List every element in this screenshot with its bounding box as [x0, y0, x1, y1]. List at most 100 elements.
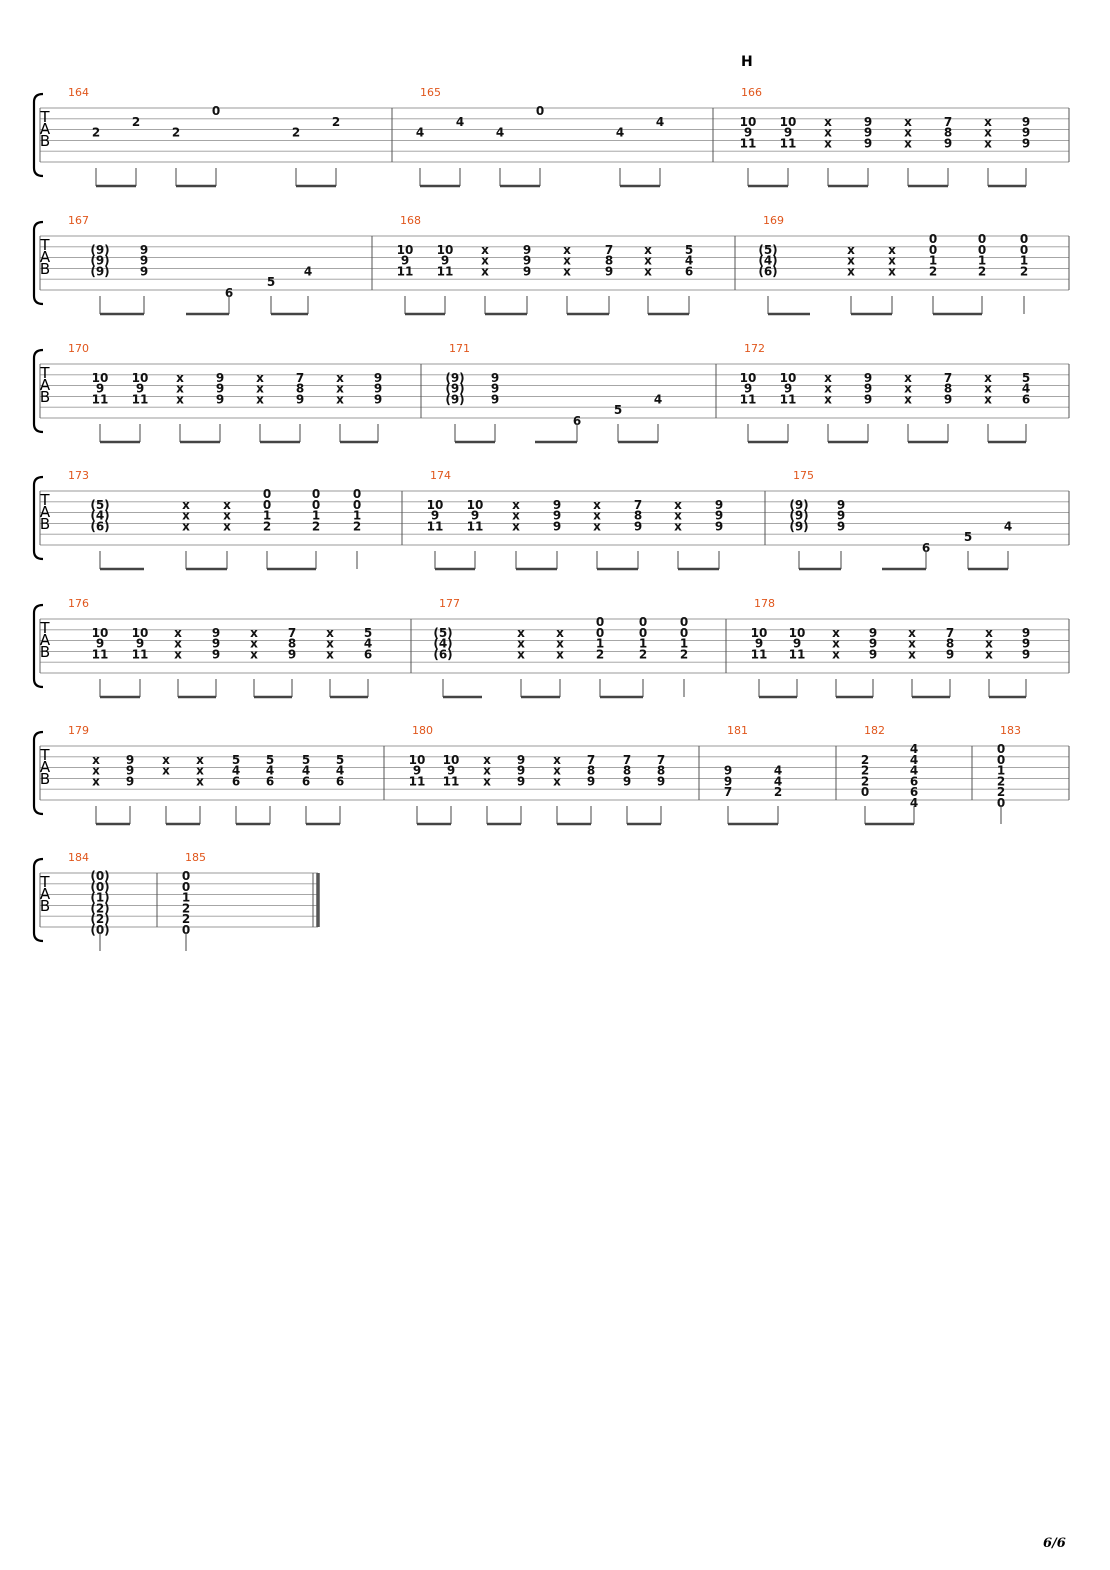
fret-number: 2 [997, 785, 1005, 799]
fret-number: 9 [657, 774, 665, 788]
tab-clef-letter: B [40, 388, 50, 406]
fret-number: 7 [944, 115, 952, 129]
fret-number: 9 [140, 243, 148, 257]
fret-number: 9 [140, 264, 148, 278]
fret-number: x [92, 753, 100, 767]
fret-number: 9 [296, 392, 304, 406]
fret-number: 9 [212, 637, 220, 651]
fret-number: 9 [517, 774, 525, 788]
measure-number: 175 [793, 469, 814, 482]
fret-number: 5 [336, 753, 344, 767]
fret-number: 9 [724, 764, 732, 778]
fret-number: x [888, 254, 896, 268]
fret-number: 4 [266, 764, 274, 778]
fret-number: (0) [90, 869, 109, 883]
measure-number: 167 [68, 214, 89, 227]
tab-system: TAB1701091110911xxx999xxx789xxx999171(9)… [32, 342, 1070, 444]
fret-number: 9 [374, 371, 382, 385]
fret-number: 10 [751, 626, 768, 640]
fret-number: 9 [216, 392, 224, 406]
fret-number: (9) [789, 498, 808, 512]
fret-number: x [824, 126, 832, 140]
tab-clef-letter: A [40, 248, 51, 266]
fret-number: x [336, 382, 344, 396]
fret-number: 11 [751, 647, 768, 661]
measure-number: 178 [754, 597, 775, 610]
fret-number: 10 [409, 753, 426, 767]
system-bracket [32, 92, 44, 178]
measure-number: 184 [68, 851, 89, 864]
fret-number: 9 [96, 637, 104, 651]
system-bracket [32, 220, 44, 306]
fret-number: 9 [623, 774, 631, 788]
fret-number: 9 [944, 392, 952, 406]
fret-number: 9 [864, 115, 872, 129]
fret-number: 0 [182, 880, 190, 894]
system-bracket [32, 730, 44, 816]
fret-number: 6 [302, 774, 310, 788]
fret-number: x [174, 647, 182, 661]
fret-number: 8 [605, 254, 613, 268]
fret-number: x [182, 498, 190, 512]
fret-number: 5 [364, 626, 372, 640]
fret-number: 11 [397, 264, 414, 278]
fret-number: x [832, 647, 840, 661]
fret-number: 4 [910, 742, 918, 756]
fret-number: 2 [596, 647, 604, 661]
measure-number: 182 [864, 724, 885, 737]
fret-number: x [256, 371, 264, 385]
fret-number: 9 [136, 382, 144, 396]
fret-number: 0 [997, 796, 1005, 810]
fret-number: 0 [929, 232, 937, 246]
fret-number: 6 [910, 785, 918, 799]
fret-number: 4 [656, 115, 664, 129]
tab-clef-letter: T [39, 108, 50, 126]
fret-number: x [904, 371, 912, 385]
fret-number: x [176, 371, 184, 385]
measure-number: 180 [412, 724, 433, 737]
tab-system: TAB1642220221654440441661091110911xxx999… [32, 86, 1070, 188]
fret-number: x [326, 647, 334, 661]
tab-clef-letter: B [40, 643, 50, 661]
fret-number: x [512, 509, 520, 523]
fret-number: x [847, 254, 855, 268]
fret-number: 6 [910, 774, 918, 788]
fret-number: 0 [182, 923, 190, 937]
fret-number: 9 [1022, 637, 1030, 651]
measure-number: 164 [68, 86, 89, 99]
fret-number: 9 [1022, 126, 1030, 140]
fret-number: 2 [774, 785, 782, 799]
fret-number: x [556, 647, 564, 661]
fret-number: x [593, 519, 601, 533]
fret-number: x [553, 753, 561, 767]
fret-number: 7 [634, 498, 642, 512]
fret-number: 4 [232, 764, 240, 778]
fret-number: x [182, 519, 190, 533]
fret-number: x [644, 243, 652, 257]
fret-number: x [336, 371, 344, 385]
fret-number: 2 [92, 126, 100, 140]
fret-number: x [517, 626, 525, 640]
fret-number: 2 [861, 753, 869, 767]
system-bracket [32, 348, 44, 434]
fret-number: 9 [431, 509, 439, 523]
fret-number: 9 [793, 637, 801, 651]
fret-number: 0 [639, 626, 647, 640]
measure-number: 174 [430, 469, 451, 482]
fret-number: x [223, 498, 231, 512]
fret-number: x [250, 637, 258, 651]
fret-number: 2 [680, 647, 688, 661]
fret-number: x [563, 254, 571, 268]
fret-number: 0 [596, 626, 604, 640]
fret-number: x [908, 647, 916, 661]
fret-number: x [553, 764, 561, 778]
fret-number: x [824, 382, 832, 396]
tab-system: TAB173(5)(4)(6)xxxxxx0012001200121741091… [32, 469, 1070, 571]
fret-number: 4 [774, 774, 782, 788]
fret-number: (1) [90, 891, 109, 905]
fret-number: 0 [1020, 243, 1028, 257]
fret-number: 0 [639, 615, 647, 629]
fret-number: 9 [864, 126, 872, 140]
fret-number: 10 [780, 371, 797, 385]
